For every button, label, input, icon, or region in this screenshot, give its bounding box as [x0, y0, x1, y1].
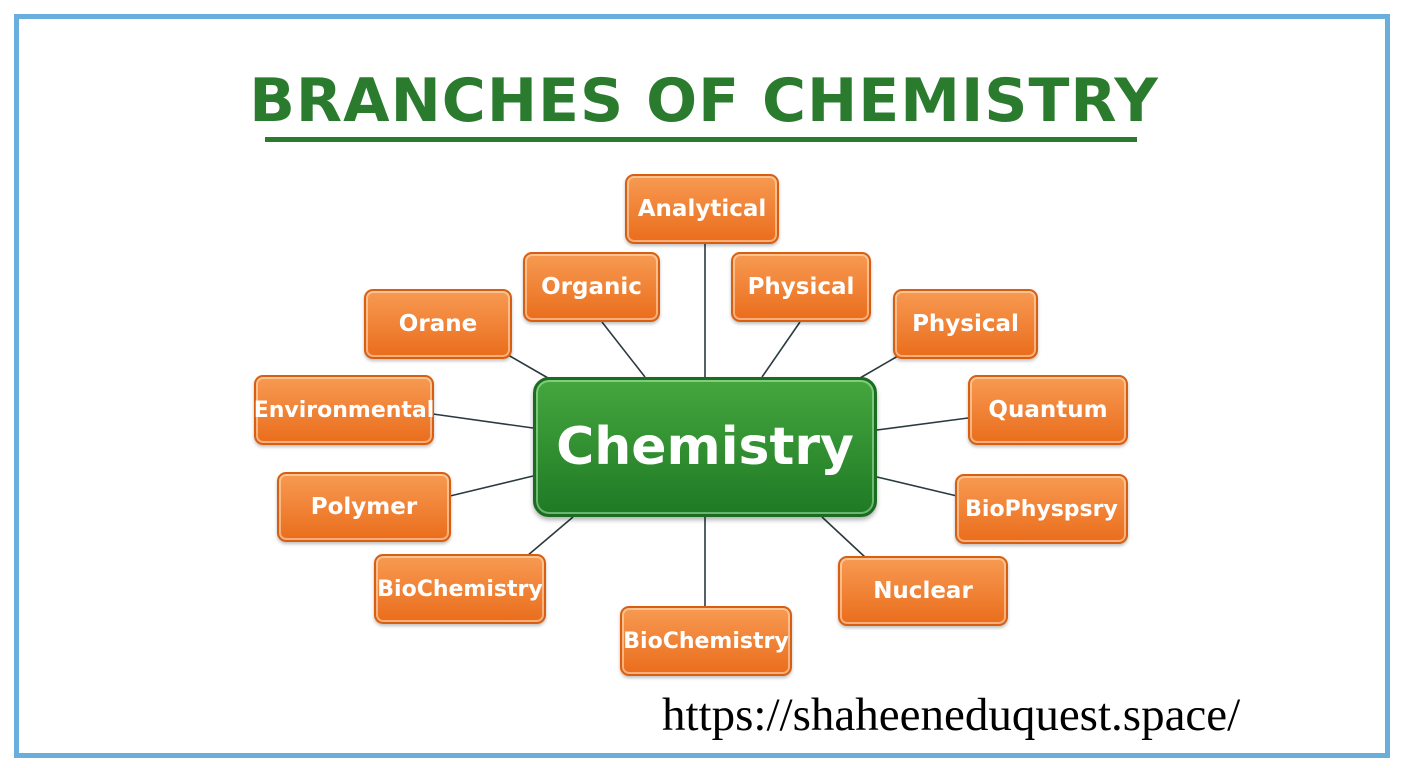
- branch-node-nuclear: Nuclear: [838, 556, 1008, 626]
- branch-node-environmental: Environmental: [254, 375, 434, 445]
- connector-biochemistry-1: [526, 516, 574, 557]
- branch-node-biophyspsry: BioPhyspsry: [955, 474, 1128, 544]
- connector-physical-1: [761, 321, 801, 378]
- connector-physical-2: [859, 355, 899, 379]
- title-underline: [265, 137, 1137, 142]
- branch-node-organic: Organic: [523, 252, 660, 322]
- branch-node-quantum: Quantum: [968, 375, 1128, 445]
- branch-node-orane: Orane: [364, 289, 512, 359]
- branch-node-physical: Physical: [731, 252, 871, 322]
- source-url: https://shaheeneduquest.space/: [662, 689, 1241, 741]
- diagram-title: BRANCHES OF CHEMISTRY: [249, 66, 1159, 136]
- connector-orane: [507, 354, 549, 379]
- branch-node-analytical: Analytical: [625, 174, 779, 244]
- connector-environmental: [432, 413, 534, 429]
- branch-node-physical-2: Physical: [893, 289, 1038, 359]
- branch-node-polymer: Polymer: [277, 472, 451, 542]
- connector-biophyspsry: [876, 476, 958, 497]
- branch-node-biochemistry-2: BioChemistry: [620, 606, 792, 676]
- connector-organic: [601, 321, 646, 378]
- connector-polymer: [449, 475, 534, 497]
- connector-quantum: [876, 417, 969, 431]
- branch-node-biochemistry: BioChemistry: [374, 554, 546, 624]
- center-node-chemistry: Chemistry: [533, 377, 877, 517]
- connector-nuclear: [821, 516, 867, 559]
